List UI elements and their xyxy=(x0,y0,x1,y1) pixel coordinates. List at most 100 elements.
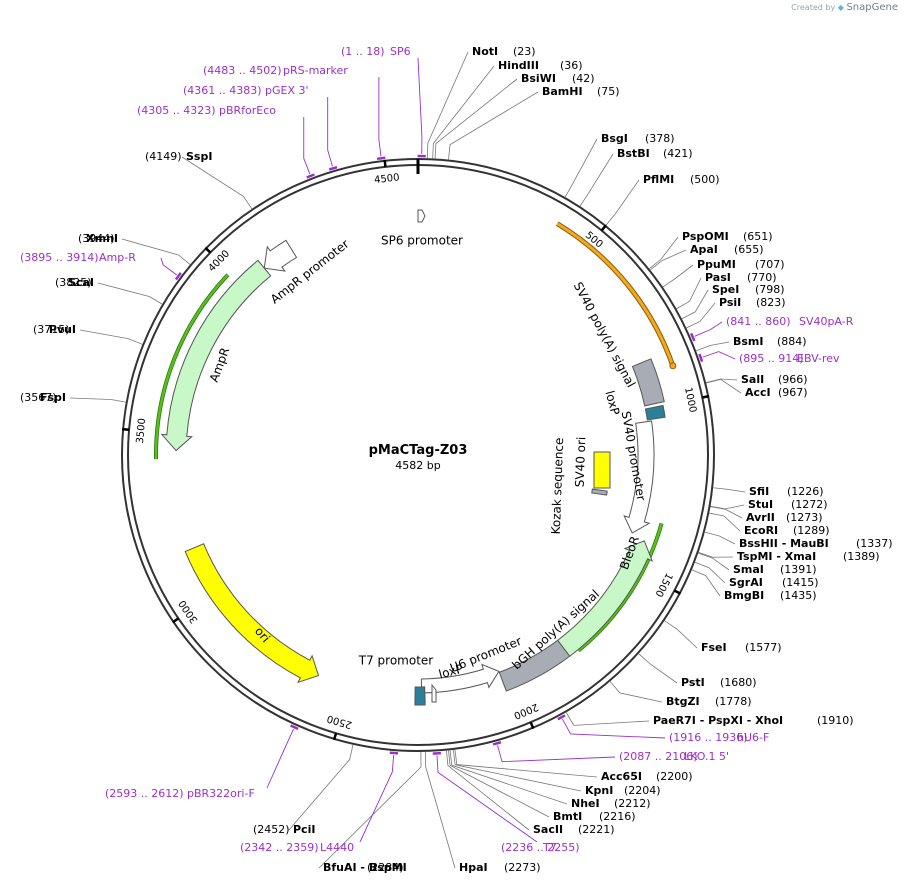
enzyme-name: BsmI xyxy=(733,335,764,348)
enzyme-position: (2216) xyxy=(599,810,636,823)
enzyme-leader xyxy=(698,551,734,558)
primer-mark xyxy=(557,714,566,721)
enzyme-leader xyxy=(181,156,253,210)
primer-name: pBR322ori-F xyxy=(187,787,255,800)
primer-name: EBV-rev xyxy=(797,352,840,365)
tick-mark xyxy=(122,427,130,432)
primer-range: (2342 .. 2359) xyxy=(240,841,319,854)
enzyme-leader xyxy=(318,751,422,869)
enzyme-position: (3567) xyxy=(20,391,57,404)
enzyme-position: (655) xyxy=(734,243,764,256)
enzyme-leader xyxy=(710,504,745,510)
feature-label: SP6 promoter xyxy=(381,234,463,248)
enzyme-position: (3825) xyxy=(55,276,92,289)
enzyme-name: BmtI xyxy=(553,810,582,823)
snapgene-logo-icon: ◆ xyxy=(837,3,844,12)
primer-leader xyxy=(417,57,423,155)
orange-arc xyxy=(556,222,675,367)
enzyme-leader xyxy=(706,378,742,394)
enzyme-position: (1680) xyxy=(720,676,757,689)
enzyme-name: AccI xyxy=(745,386,771,399)
enzyme-position: (42) xyxy=(572,72,595,85)
sv40-polya-block xyxy=(631,358,665,407)
enzyme-name: BamHI xyxy=(542,85,583,98)
kozak-block xyxy=(591,488,608,496)
bleor-arrow xyxy=(556,540,654,657)
enzyme-name: SgrAI xyxy=(729,576,763,589)
primer-mark xyxy=(698,353,704,363)
sv40-promoter-arrow xyxy=(623,420,655,534)
enzyme-position: (2284) xyxy=(367,861,404,874)
enzyme-position: (23) xyxy=(513,45,536,58)
enzyme-name: ScaI xyxy=(68,276,94,289)
feature-label: loxP xyxy=(603,389,623,416)
enzyme-leader xyxy=(681,289,709,320)
tick-label: 3500 xyxy=(135,418,148,444)
enzyme-leader xyxy=(121,238,191,265)
enzyme-position: (36) xyxy=(560,59,583,72)
primer-mark xyxy=(389,751,399,755)
enzyme-name: PciI xyxy=(293,823,315,836)
snapgene-credit: Created by ◆ SnapGene xyxy=(791,2,898,13)
enzyme-name: EcoRI xyxy=(744,524,778,537)
enzyme-name: ApaI xyxy=(690,243,718,256)
enzyme-leader xyxy=(426,51,469,159)
enzyme-leader xyxy=(664,620,698,649)
tick-label: 2000 xyxy=(512,701,540,721)
enzyme-leader xyxy=(650,249,687,271)
primer-range: (4361 .. 4383) xyxy=(183,84,262,97)
enzyme-leader xyxy=(454,749,598,778)
enzyme-position: (4149) xyxy=(145,150,182,163)
enzyme-name: FspI xyxy=(40,391,66,404)
enzyme-leader xyxy=(446,750,530,831)
enzyme-name: SfiI xyxy=(749,485,769,498)
primer-mark xyxy=(376,156,386,161)
primer-mark xyxy=(328,165,338,171)
feature-label: SV40 ori xyxy=(573,436,589,487)
enzyme-position: (1226) xyxy=(787,485,824,498)
enzyme-name: PflMI xyxy=(643,173,674,186)
sv40-ori-block xyxy=(593,451,611,489)
enzyme-position: (1272) xyxy=(791,498,828,511)
enzyme-leader xyxy=(434,78,518,159)
tick-label: 4500 xyxy=(374,172,401,186)
enzyme-position: (1910) xyxy=(817,714,854,727)
primer-name: pRS-marker xyxy=(283,64,348,77)
enzyme-position: (1435) xyxy=(780,589,817,602)
enzyme-name: NotI xyxy=(472,45,498,58)
enzyme-name: StuI xyxy=(748,498,773,511)
primer-range: (2593 .. 2612) xyxy=(105,787,184,800)
primer-range: (841 .. 860) xyxy=(726,315,791,328)
primer-leader xyxy=(160,257,178,276)
green-arc-right xyxy=(577,523,663,652)
enzyme-position: (967) xyxy=(778,386,808,399)
primer-range: (1916 .. 1936) xyxy=(669,731,748,744)
feature-label: SV40 poly(A) signal xyxy=(571,280,638,390)
enzyme-position: (2204) xyxy=(624,784,661,797)
primer-name: T7 xyxy=(542,841,557,854)
tick-label: 1500 xyxy=(653,571,675,599)
enzyme-name: BmgBI xyxy=(724,589,764,602)
enzyme-position: (421) xyxy=(663,147,693,160)
enzyme-leader xyxy=(609,681,663,703)
enzyme-position: (823) xyxy=(756,296,786,309)
enzyme-position: (3944) xyxy=(78,232,115,245)
primer-mark xyxy=(306,173,315,179)
enzyme-name: BssHII - MauBI xyxy=(739,537,829,550)
feature-label: T7 promoter xyxy=(358,654,434,668)
enzyme-name: PasI xyxy=(705,271,731,284)
primer-leader xyxy=(562,718,666,739)
primer-name: LKO.1 5' xyxy=(684,750,729,763)
u6-promoter-arrow xyxy=(420,663,500,694)
enzyme-name: NheI xyxy=(571,797,600,810)
sp6-promoter-arrow xyxy=(417,209,426,223)
primer-mark xyxy=(689,332,696,342)
enzyme-leader xyxy=(691,569,721,597)
primer-mark xyxy=(432,751,442,755)
enzyme-leader xyxy=(448,91,539,160)
loxp-right-block xyxy=(644,404,666,421)
primer-range: (2087 .. 2106) xyxy=(619,750,698,763)
enzyme-leader xyxy=(698,552,730,571)
green-arc-left xyxy=(154,273,229,460)
enzyme-name: PaeR7I - PspXI - XhoI xyxy=(653,714,783,727)
